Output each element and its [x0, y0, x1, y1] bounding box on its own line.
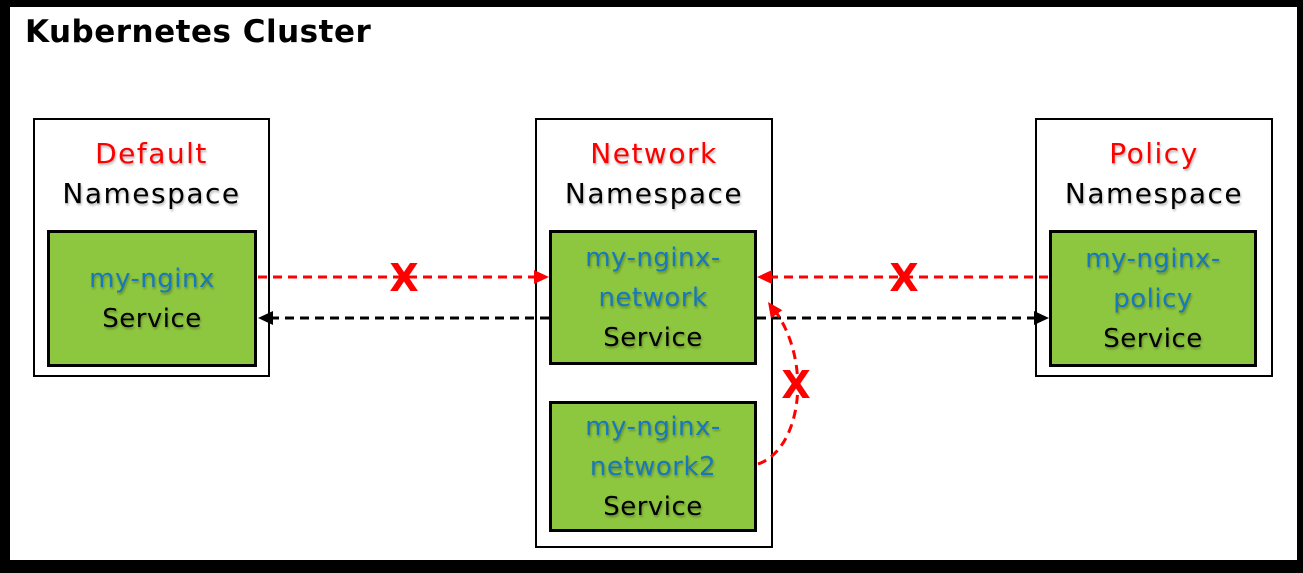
service-kind-label: Service [102, 303, 202, 334]
service-box-my-nginx-network: my-nginx-network Service [549, 230, 757, 365]
cluster-title: Kubernetes Cluster [25, 14, 372, 50]
service-box-my-nginx-policy: my-nginx-policy Service [1049, 230, 1257, 367]
service-name: my-nginx-network [585, 242, 721, 313]
service-kind-label: Service [1103, 323, 1203, 354]
service-box-my-nginx: my-nginx Service [47, 230, 257, 367]
service-name: my-nginx-policy [1085, 243, 1221, 314]
namespace-name: Policy [1109, 137, 1199, 170]
namespace-header: Network Namespace [537, 120, 771, 214]
service-kind-label: Service [603, 322, 703, 353]
namespace-header: Policy Namespace [1037, 120, 1271, 214]
namespace-name: Default [95, 137, 208, 170]
namespace-name: Network [590, 137, 718, 170]
namespace-kind-label: Namespace [62, 177, 241, 210]
namespace-kind-label: Namespace [564, 177, 744, 210]
namespace-kind-label: Namespace [1064, 177, 1244, 210]
service-name: my-nginx [89, 263, 215, 294]
namespace-header: Default Namespace [35, 120, 268, 214]
service-kind-label: Service [603, 491, 703, 522]
service-box-my-nginx-network2: my-nginx-network2 Service [549, 401, 757, 532]
service-name: my-nginx-network2 [585, 411, 721, 482]
